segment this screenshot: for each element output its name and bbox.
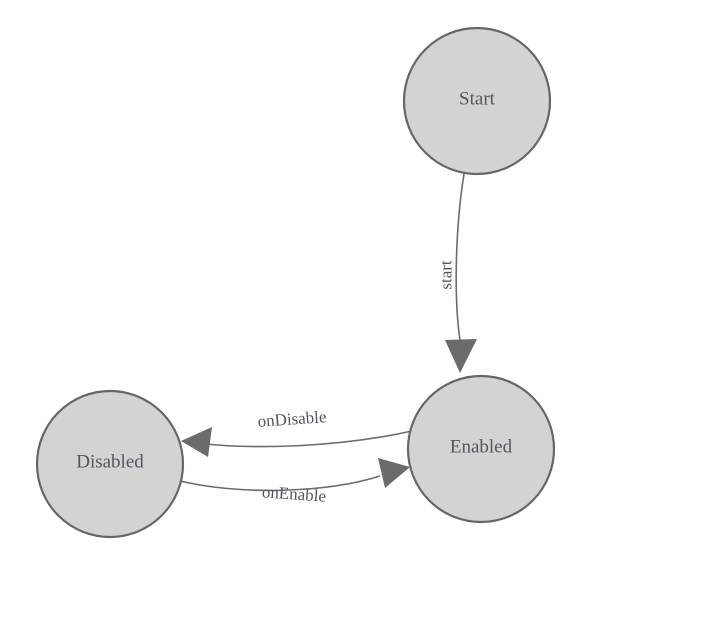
transition-disabled-to-enabled-arrowhead (378, 458, 410, 488)
state-node-start-label: Start (459, 89, 496, 110)
state-node-start-circle (402, 26, 552, 176)
transition-start-to-enabled-arrowhead (445, 339, 477, 373)
transition-enabled-to-disabled-path (195, 430, 413, 448)
state-node-disabled-label: Disabled (76, 452, 144, 473)
state-node-disabled-circle (35, 389, 185, 539)
transition-start-to-enabled-path (455, 173, 465, 341)
transition-start-to-enabled[interactable]: start (437, 173, 478, 373)
transition-label-ondisable: onDisable (257, 407, 327, 431)
transition-disabled-to-enabled-path (179, 475, 381, 492)
transition-label-onenable: onEnable (261, 482, 326, 505)
state-node-start[interactable]: Start (402, 26, 552, 176)
transition-enabled-to-disabled-arrowhead (181, 427, 212, 457)
transition-label-start: start (437, 260, 456, 290)
state-node-enabled-circle (406, 374, 556, 524)
transition-disabled-to-enabled[interactable]: onEnable (179, 458, 410, 506)
transition-enabled-to-disabled[interactable]: onDisable (181, 407, 413, 457)
state-node-disabled[interactable]: Disabled (35, 389, 185, 539)
state-node-enabled-label: Enabled (450, 437, 513, 458)
state-node-enabled[interactable]: Enabled (406, 374, 556, 524)
